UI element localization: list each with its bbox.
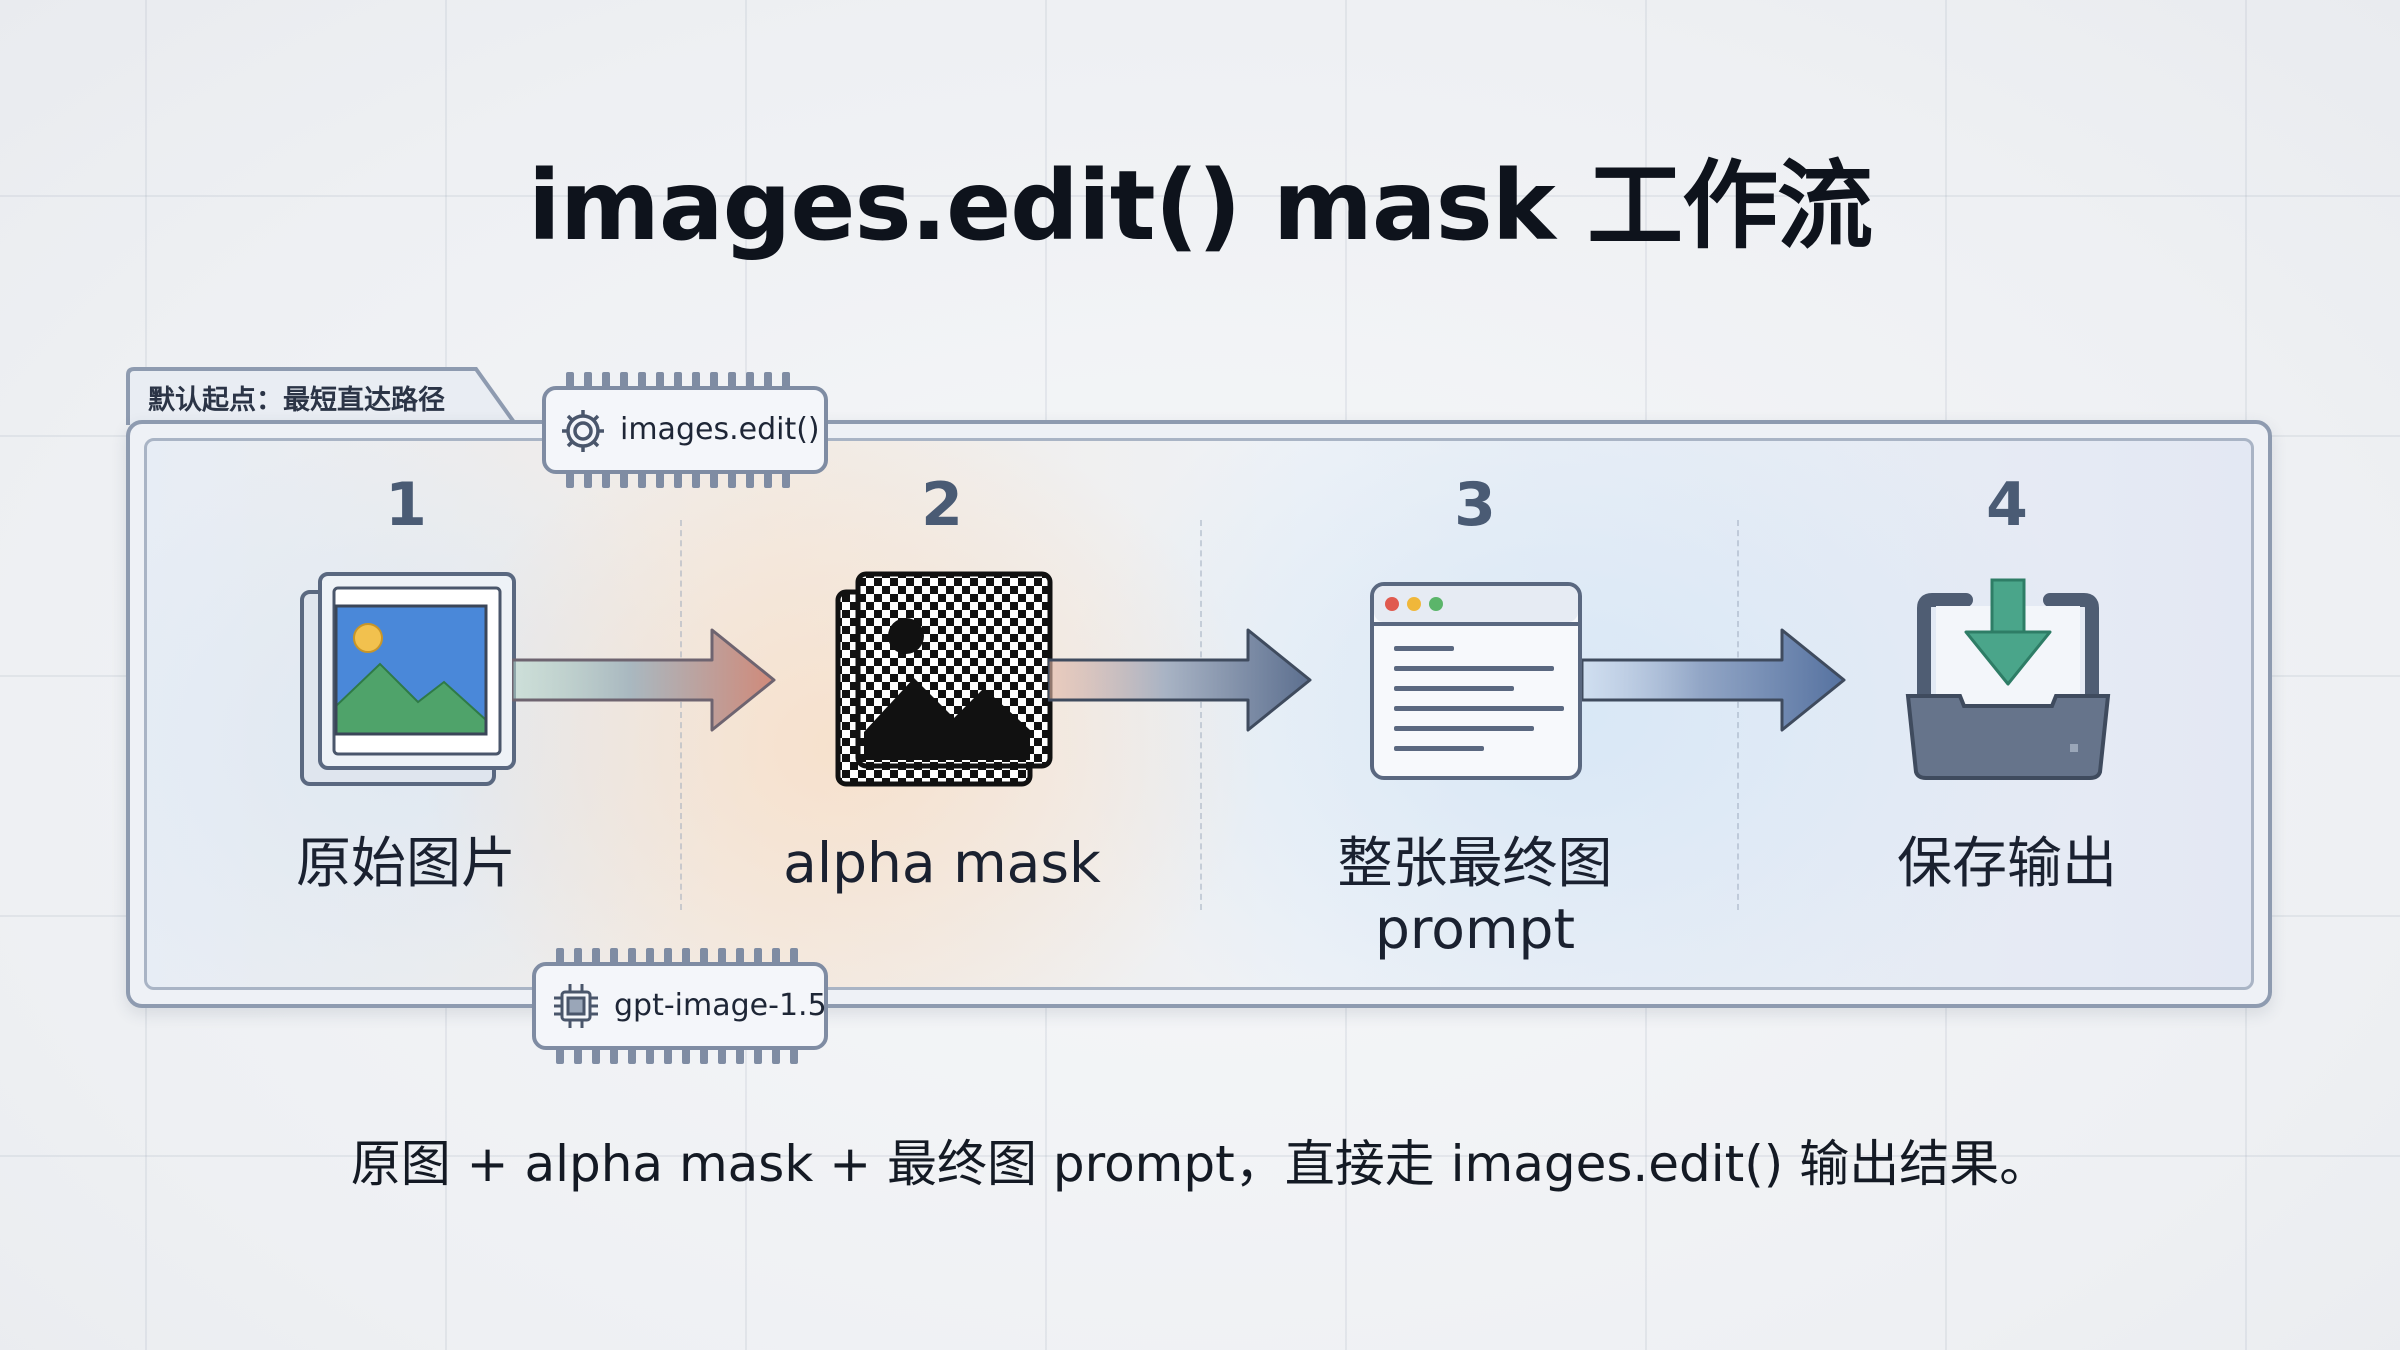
step-2-label: alpha mask (783, 831, 1101, 895)
step-2-number: 2 (921, 470, 963, 540)
image-stack-icon (300, 572, 516, 786)
model-chip-label: gpt-image-1.5 (614, 988, 827, 1023)
step-3-number: 3 (1454, 470, 1496, 540)
download-tray-icon (1905, 578, 2111, 780)
step-3-label-line1: 整张最终图 (1337, 831, 1613, 895)
checkerboard-mask-icon (835, 571, 1053, 787)
chip-icon (554, 984, 598, 1028)
page-title: images.edit() mask 工作流 (527, 150, 1873, 262)
group-tab (126, 367, 518, 427)
footer-caption: 原图 + alpha mask + 最终图 prompt，直接走 images.… (350, 1135, 2050, 1193)
step-3-label: 整张最终图 prompt (1265, 830, 1685, 962)
step-4-label: 保存输出 (1896, 831, 2117, 895)
arrow-3 (1582, 628, 1846, 732)
step-1-label: 原始图片 (295, 831, 516, 895)
step-3-label-line2: prompt (1374, 897, 1576, 961)
step-1-number: 1 (385, 470, 427, 540)
gear-icon (562, 410, 604, 452)
browser-window-icon (1370, 582, 1582, 780)
arrow-1 (512, 628, 776, 732)
step-4-number: 4 (1986, 470, 2028, 540)
column-divider (1737, 520, 1739, 910)
column-divider (1200, 520, 1202, 910)
model-chip (532, 948, 828, 1064)
group-tab-label: 默认起点：最短直达路径 (148, 385, 445, 416)
workflow-panel (144, 438, 2254, 990)
api-chip-label: images.edit() (620, 412, 820, 447)
column-divider (680, 520, 682, 910)
arrow-2 (1048, 628, 1312, 732)
api-chip (542, 372, 828, 488)
